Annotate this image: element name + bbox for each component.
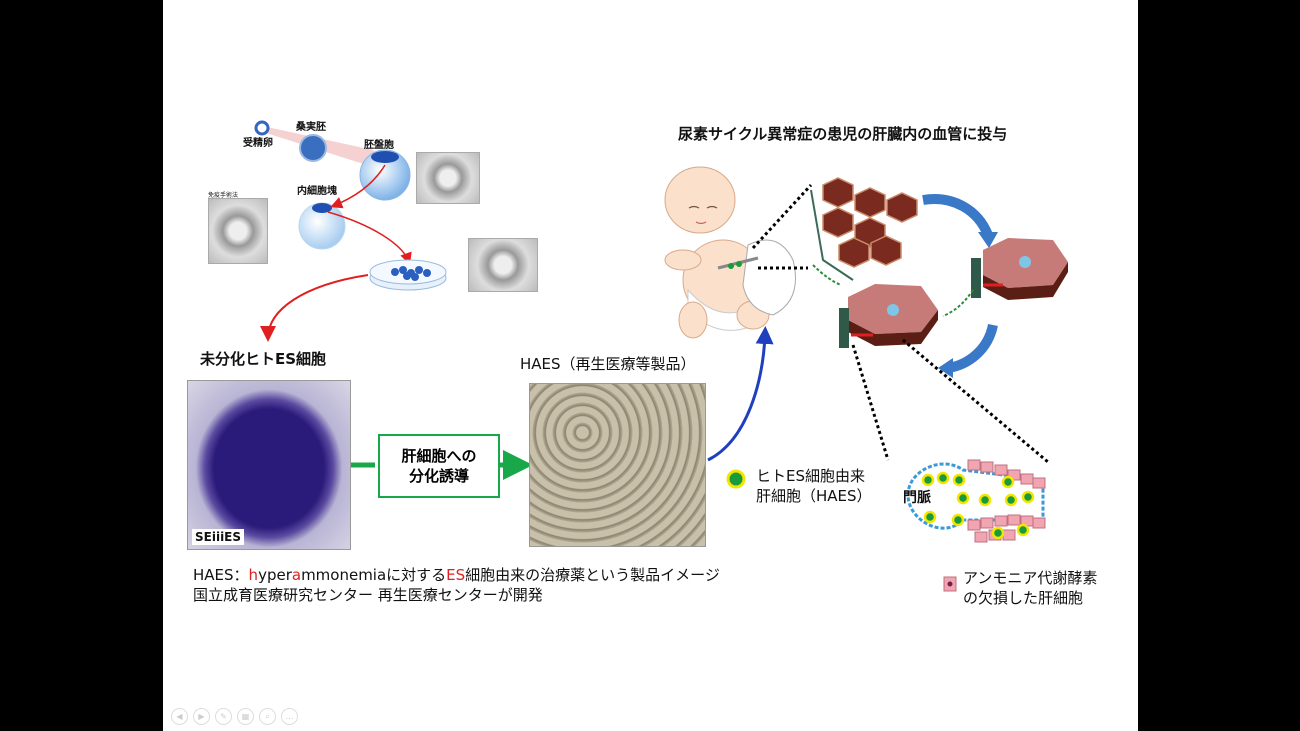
petri-cells bbox=[391, 266, 431, 281]
legend-def-line1: アンモニア代謝酵素 bbox=[963, 569, 1098, 587]
caption-part: HAES： bbox=[193, 566, 249, 584]
colony-photo bbox=[468, 238, 538, 292]
legend-es-marker bbox=[726, 469, 746, 489]
pen-icon[interactable]: ✎ bbox=[215, 708, 232, 725]
blue-arrow bbox=[707, 326, 774, 462]
caption-line1: HAES：hyperammonemiaに対するES細胞由来の治療薬という製品イメ… bbox=[193, 565, 720, 585]
label-inner-cell-mass: 内細胞塊 bbox=[297, 186, 337, 197]
morula-shape bbox=[299, 134, 327, 162]
diagram-svg bbox=[254, 120, 1068, 592]
haes-photo bbox=[529, 383, 706, 547]
baby-illustration bbox=[664, 166, 796, 339]
slides-grid-icon[interactable]: ▦ bbox=[237, 708, 254, 725]
seiiies-logo: SEiiiES bbox=[192, 529, 245, 545]
next-slide-icon[interactable]: ▶ bbox=[193, 708, 210, 725]
immunosurgery-photo bbox=[208, 198, 268, 264]
cycle-arrow-top bbox=[922, 194, 993, 238]
label-portal-vein: 門脈 bbox=[903, 490, 931, 506]
legend-es: ヒトES細胞由来 肝細胞（HAES） bbox=[756, 466, 872, 506]
caption-part: a bbox=[291, 566, 302, 584]
label-morula: 桑実胚 bbox=[296, 122, 326, 133]
caption-part: h bbox=[248, 566, 259, 584]
legend-es-line2: 肝細胞（HAES） bbox=[756, 487, 872, 505]
diff-line2: 分化誘導 bbox=[408, 467, 469, 485]
legend-es-line1: ヒトES細胞由来 bbox=[756, 467, 865, 485]
caption-part: ES bbox=[446, 566, 466, 584]
caption-part: yper bbox=[258, 566, 292, 584]
portal-vein-zoom bbox=[906, 459, 1046, 543]
slide: 受精卵 桑実胚 胚盤胞 内細胞塊 免疫手術法 未分化ヒトES細胞 SEiiiES… bbox=[163, 0, 1138, 731]
top-title: 尿素サイクル異常症の患児の肝臓内の血管に投与 bbox=[678, 125, 1008, 143]
label-undiff-es: 未分化ヒトES細胞 bbox=[200, 350, 327, 368]
caption-part: mmonemiaに対する bbox=[301, 566, 447, 584]
caption: HAES：hyperammonemiaに対するES細胞由来の治療薬という製品イメ… bbox=[193, 565, 720, 605]
diff-line1: 肝細胞への bbox=[401, 446, 477, 465]
label-immunosurgery: 免疫手術法 bbox=[208, 192, 239, 199]
differentiation-box: 肝細胞への 分化誘導 bbox=[378, 434, 500, 498]
label-blastocyst: 胚盤胞 bbox=[364, 140, 394, 151]
lobule-left bbox=[839, 284, 938, 348]
fertilized-egg-shape bbox=[254, 120, 270, 136]
more-options-icon[interactable]: … bbox=[281, 708, 298, 725]
prev-slide-icon[interactable]: ◀ bbox=[171, 708, 188, 725]
label-haes-title: HAES（再生医療等製品） bbox=[520, 355, 696, 373]
legend-deficient: アンモニア代謝酵素 の欠損した肝細胞 bbox=[963, 568, 1097, 608]
blastocyst-shape bbox=[359, 149, 411, 201]
liver-lobules bbox=[822, 177, 918, 268]
caption-part: 細胞由来の治療薬という製品イメージ bbox=[465, 566, 720, 584]
lobule-right bbox=[971, 238, 1068, 300]
legend-def-line2: の欠損した肝細胞 bbox=[963, 589, 1084, 607]
cycle-arrow-bottom bbox=[946, 323, 998, 373]
slideshow-controls: ◀ ▶ ✎ ▦ ⌕ … bbox=[171, 708, 298, 725]
arrow-to-es bbox=[260, 274, 369, 342]
label-fertilized-egg: 受精卵 bbox=[243, 138, 273, 149]
es-colony-photo: SEiiiES bbox=[187, 380, 351, 550]
zoom-icon[interactable]: ⌕ bbox=[259, 708, 276, 725]
blastocyst-photo bbox=[416, 152, 480, 204]
caption-line2: 国立成育医療研究センター 再生医療センターが開発 bbox=[193, 586, 543, 604]
